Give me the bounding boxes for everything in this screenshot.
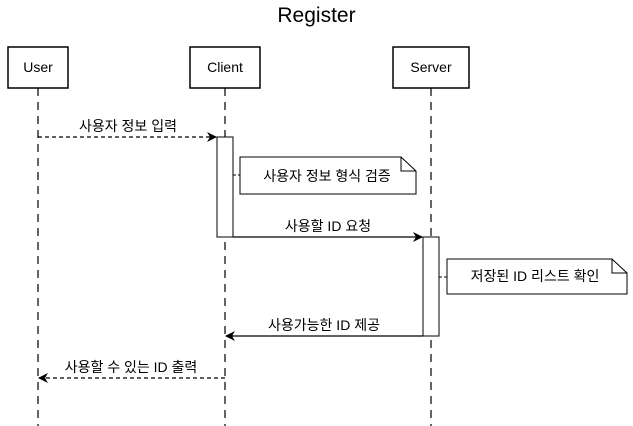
message-label: 사용할 ID 요청 [285, 218, 371, 234]
message-label: 사용자 정보 입력 [79, 118, 177, 134]
message-label: 사용가능한 ID 제공 [268, 317, 380, 333]
activation-client [216, 136, 234, 238]
note-server: 저장된 ID 리스트 확인 [439, 258, 628, 295]
message-server-to-client: 사용가능한 ID 제공 [225, 317, 423, 341]
message-client-to-server: 사용할 ID 요청 [233, 218, 423, 242]
participant-server: Server [392, 46, 470, 89]
note-text: 사용자 정보 형식 검증 [263, 168, 391, 184]
message-user-to-client: 사용자 정보 입력 [38, 118, 217, 142]
message-label: 사용할 수 있는 ID 출력 [65, 359, 198, 375]
note-text: 저장된 ID 리스트 확인 [471, 268, 600, 284]
participant-user-label: User [23, 59, 53, 75]
message-client-to-user: 사용할 수 있는 ID 출력 [38, 359, 225, 383]
participant-user: User [7, 46, 69, 89]
activation-server [422, 236, 440, 337]
note-client: 사용자 정보 형식 검증 [233, 156, 417, 195]
participant-client-label: Client [207, 59, 243, 75]
diagram-title: Register [277, 4, 355, 27]
participant-server-label: Server [410, 59, 452, 75]
participant-client: Client [189, 46, 261, 89]
